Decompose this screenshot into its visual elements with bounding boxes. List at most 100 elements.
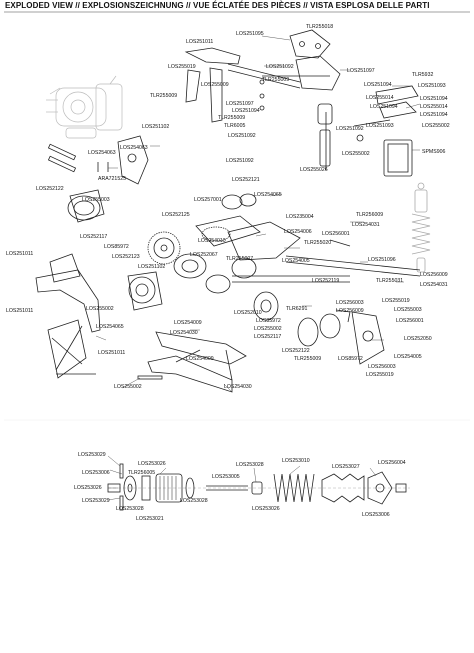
shock-absorber xyxy=(411,182,431,273)
part-label: TLR5932 xyxy=(412,72,434,78)
part-label: LOS251092 xyxy=(226,158,254,164)
part-label: LOS251094 xyxy=(370,104,398,110)
part-label: LOS251092 xyxy=(228,133,256,139)
servo-assembly xyxy=(317,85,419,177)
part-label: LOS253029 xyxy=(82,498,110,504)
part-label: LOS255026 xyxy=(300,167,328,173)
differential-assembly xyxy=(173,193,350,321)
part-label: LOS252122 xyxy=(36,186,64,192)
part-label: LOS251097 xyxy=(226,101,254,107)
part-label: LOS251094 xyxy=(420,112,448,118)
part-label: LOS251096 xyxy=(368,257,396,263)
part-label: LOS253005 xyxy=(212,474,240,480)
part-label: LOS254010 xyxy=(198,238,226,244)
part-label: LOS256001 xyxy=(322,231,350,237)
part-label: TLR6291 xyxy=(286,306,308,312)
part-label: LOS255009 xyxy=(201,82,229,88)
part-label: LOS253010 xyxy=(282,458,310,464)
part-label: LOS251092 xyxy=(266,64,294,70)
part-label: LOS251092 xyxy=(336,126,364,132)
part-label: LOS251093 xyxy=(418,83,446,89)
part-label: LOS252067 xyxy=(190,252,218,258)
part-label: LOS235004 xyxy=(286,214,314,220)
part-label: LOS254031 xyxy=(352,222,380,228)
part-label: LOS251093 xyxy=(366,123,394,129)
part-label: LOS253029 xyxy=(78,452,106,458)
part-label: LOS252123 xyxy=(112,254,140,260)
part-label: LOS251102 xyxy=(138,264,166,270)
lower-arm-assembly xyxy=(56,331,247,393)
part-label: LOS254063 xyxy=(88,150,116,156)
part-label: LOS253026 xyxy=(252,506,280,512)
page-title: EXPLODED VIEW // EXPLOSIONSZEICHNUNG // … xyxy=(5,1,430,10)
part-label: LOS251011 xyxy=(6,251,34,257)
part-label: LOS252117 xyxy=(80,234,108,240)
part-label: LOS251102 xyxy=(142,124,170,130)
part-label: TLR256005 xyxy=(128,470,156,476)
part-label: LOS254006 xyxy=(284,229,312,235)
part-label: LOS252121 xyxy=(232,177,260,183)
part-label: LOS256009 xyxy=(336,308,364,314)
part-label: LOS251094 xyxy=(420,96,448,102)
part-label: TLR6005 xyxy=(224,123,246,129)
left-small-parts xyxy=(47,135,149,185)
part-label: LOS251095 xyxy=(236,31,264,37)
part-label: TLR255009 xyxy=(218,115,246,121)
bumper-assembly xyxy=(35,253,101,379)
lower-assembly-diagram xyxy=(107,455,410,511)
rear-hub-assembly xyxy=(285,239,421,365)
part-label: LOS254009 xyxy=(174,320,202,326)
part-label: LOS251097 xyxy=(347,68,375,74)
part-label: LOS254031 xyxy=(420,282,448,288)
upper-assembly-diagram xyxy=(35,29,431,393)
part-label: LOS251094 xyxy=(364,82,392,88)
part-label: LOS255002 xyxy=(254,326,282,332)
part-label: LOS254063 xyxy=(120,145,148,151)
part-label: TLR255009 xyxy=(294,356,322,362)
part-label: LOS255003 xyxy=(394,307,422,313)
part-label: LOS252050 xyxy=(404,336,432,342)
part-label: LOS252119 xyxy=(312,278,340,284)
steering-assembly xyxy=(184,29,341,123)
part-label: LOS255019 xyxy=(168,64,196,70)
part-label: LOS255002 xyxy=(422,123,450,129)
part-label: LOS255019 xyxy=(366,372,394,378)
part-label: TLR255007 xyxy=(226,256,254,262)
leader-lines xyxy=(95,35,421,393)
part-label: LOS257001 xyxy=(194,197,222,203)
part-label: LOS253028 xyxy=(180,498,208,504)
part-label: LOS255002 xyxy=(342,151,370,157)
part-label: LOS256009 xyxy=(420,272,448,278)
part-label: LOS252117 xyxy=(254,334,282,340)
part-label: LOS251011 xyxy=(98,350,126,356)
part-label: LOS253028 xyxy=(116,506,144,512)
part-label: TLR255031 xyxy=(376,278,404,284)
part-label: TLR255009 xyxy=(262,77,290,83)
part-label: LOS254065 xyxy=(254,192,282,198)
part-label: TLR255020 xyxy=(304,240,332,246)
part-label: LOS255019 xyxy=(382,298,410,304)
part-label: LOS251094 xyxy=(232,108,260,114)
part-label: LOS85972 xyxy=(104,244,129,250)
part-label: LOS254030 xyxy=(170,330,198,336)
part-label: LOS254005 xyxy=(394,354,422,360)
part-label: ARA721525 xyxy=(98,176,126,182)
drivetrain-gears xyxy=(67,189,181,311)
part-label: LOS254030 xyxy=(224,384,252,390)
part-label: LOS253028 xyxy=(236,462,264,468)
part-label: LOS252010 xyxy=(234,310,262,316)
part-label: LOS85972 xyxy=(338,356,363,362)
part-label: SPMS906 xyxy=(422,149,446,155)
part-label: LOS251011 xyxy=(6,308,34,314)
part-label: LOS254065 xyxy=(96,324,124,330)
part-label: LOS254005 xyxy=(282,258,310,264)
part-label: LOS256003 xyxy=(336,300,364,306)
part-label: LOS255014 xyxy=(366,95,394,101)
part-label: LOS251011 xyxy=(186,39,214,45)
part-label: LOS85972 xyxy=(256,318,281,324)
part-label: LOS253006 xyxy=(362,512,390,518)
part-label: LOS255002 xyxy=(114,384,142,390)
part-label: LOS252125 xyxy=(162,212,190,218)
part-label: LOS253026 xyxy=(138,461,166,467)
part-label: LOS253026 xyxy=(74,485,102,491)
